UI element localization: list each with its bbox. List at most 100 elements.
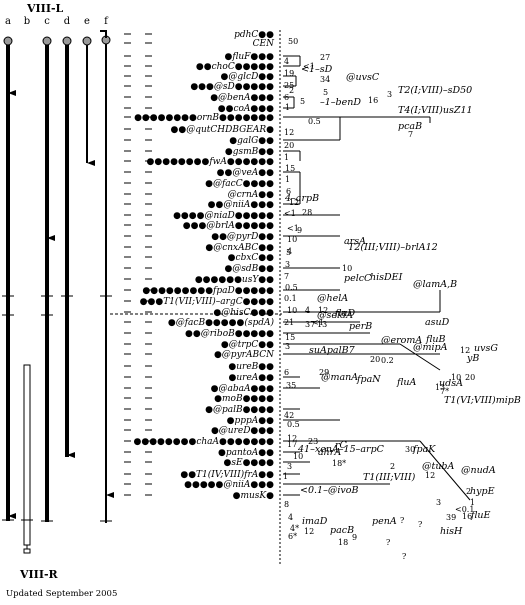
distance-label: 20 [370, 355, 380, 364]
annotation-label: fluE [470, 510, 490, 521]
distance-label: 20 [465, 373, 475, 382]
gene-label: ●●@veA●● [217, 168, 274, 178]
distance-label: 0.5 [285, 283, 298, 292]
gene-label: ●●@riboB●●●●● [185, 329, 274, 339]
distance-label: 19 [284, 69, 294, 78]
distance-label: 12 [425, 471, 435, 480]
annotation-label: hisDEI [370, 272, 403, 283]
distance-label: 2 [289, 86, 294, 95]
distance-label: 2 [390, 462, 395, 471]
column-label: e [84, 16, 90, 27]
distance-label: 4 [305, 306, 310, 315]
distance-label: 5 [323, 88, 328, 97]
annotation-label: suApalB7 [309, 345, 356, 356]
distance-label: 25 [284, 81, 294, 90]
distance-label: 10 [293, 452, 303, 461]
distance-label: 30 [405, 445, 415, 454]
distance-label: 9 [352, 533, 357, 542]
gene-label: ●●coA●●● [218, 104, 274, 114]
arrow-mark [106, 492, 114, 498]
bar-start-knob [42, 36, 52, 46]
annotation-label: @seldA [317, 310, 353, 321]
distance-label: 27 [320, 53, 330, 62]
annotation-label: fluD [334, 308, 355, 319]
chromosome-left-title: VIII-L [26, 2, 64, 15]
distance-label: 29 [319, 368, 329, 377]
distance-label: 7 [408, 130, 413, 139]
gene-label: ●pantoA●● [218, 448, 274, 458]
distance-label: ? [418, 520, 422, 529]
distance-label: 18 [338, 538, 348, 547]
arrow-mark [67, 452, 75, 458]
gene-label: ●●●●●●●●chaA●●●●●●● [134, 437, 275, 447]
distance-label: 7* [440, 387, 449, 396]
distance-label: 21 [284, 318, 294, 327]
distance-label: 6 [286, 187, 291, 196]
distance-label: 16 [368, 96, 378, 105]
gene-label: ●●●●@niaD●●●●● [173, 211, 274, 221]
annotation-label: @mipA [413, 342, 448, 353]
gene-label: ●pppA●● [227, 416, 274, 426]
gene-label: ●fluF●●● [225, 52, 275, 62]
distance-label: 18* [332, 459, 346, 468]
distance-label: 9 [297, 226, 302, 235]
distance-label: 20 [284, 141, 294, 150]
annotation-label: T1(III;VIII) [363, 472, 416, 483]
distance-label: 2 [466, 487, 471, 496]
annotation-label: asuD [425, 317, 450, 328]
annotation-label: imaD [302, 516, 328, 527]
distance-label: 7 [284, 272, 289, 281]
distance-label: 28 [302, 208, 312, 217]
column-label: b [24, 16, 30, 27]
annotation-label: ahrA [318, 447, 341, 458]
distance-label: 1 [284, 153, 289, 162]
distance-label: 10 [342, 264, 352, 273]
distance-label: 0.5 [308, 117, 321, 126]
distance-label: 12 [304, 527, 314, 536]
annotation-label: @eromA [381, 335, 422, 346]
column-label: f [104, 16, 109, 27]
distance-label: <1 [303, 62, 315, 71]
distance-label: 6* [288, 532, 297, 541]
annotation-label: 4–arpB [284, 193, 319, 204]
gene-label: ●●choC●●●●● [196, 62, 274, 72]
gene-label: ●@sdB●● [224, 264, 274, 274]
distance-label: 12 [318, 306, 328, 315]
annotation-label: @lamA,B [413, 279, 457, 290]
gene-label: ●ureA●● [229, 373, 275, 383]
annotation-label: T2(III;VIII)–brlA12 [348, 242, 438, 253]
distance-label: 0.1 [284, 294, 297, 303]
gene-label: ●●@pyrD●● [211, 232, 274, 242]
gene-label: CEN [253, 39, 275, 49]
distance-label: 0.5 [287, 420, 300, 429]
chromosome-right-title: VIII-R [19, 568, 59, 581]
distance-label: 35 [286, 381, 296, 390]
distance-label: 6 [284, 93, 289, 102]
gene-label: ●@facC●●●● [205, 179, 274, 189]
annotation-label: penA [372, 516, 397, 527]
annotation-label: perB [349, 321, 372, 332]
annotation-label: rC [335, 440, 348, 451]
distance-label: 34 [320, 75, 330, 84]
distance-label: 3 [285, 260, 290, 269]
distance-label: 3 [436, 498, 441, 507]
hollow-bar [23, 364, 31, 546]
gene-label: ●@palB●●●● [205, 405, 274, 415]
distance-label: 13 [317, 320, 327, 329]
distance-label: 37 [305, 320, 315, 329]
column-label: a [5, 16, 11, 27]
gene-label: ●●●@brlA●●●●● [183, 221, 274, 231]
distance-label: 1 [285, 175, 290, 184]
distance-label: 3 [285, 342, 290, 351]
annotation-label: <0.1–@ivoB [300, 485, 358, 496]
bar-start-knob [3, 36, 13, 46]
distance-label: 42 [284, 411, 294, 420]
distance-label: 10 [287, 235, 297, 244]
tree-connector [419, 440, 471, 501]
distance-label: 6 [284, 368, 289, 377]
distance-label: 5 [300, 97, 305, 106]
annotation-label: @uvsC [346, 72, 380, 83]
gene-label: ●●●●●●●●●fpaD●●●●● [142, 286, 274, 296]
gene-label: ●cbxC●● [228, 253, 274, 263]
arrow-mark [8, 513, 16, 519]
